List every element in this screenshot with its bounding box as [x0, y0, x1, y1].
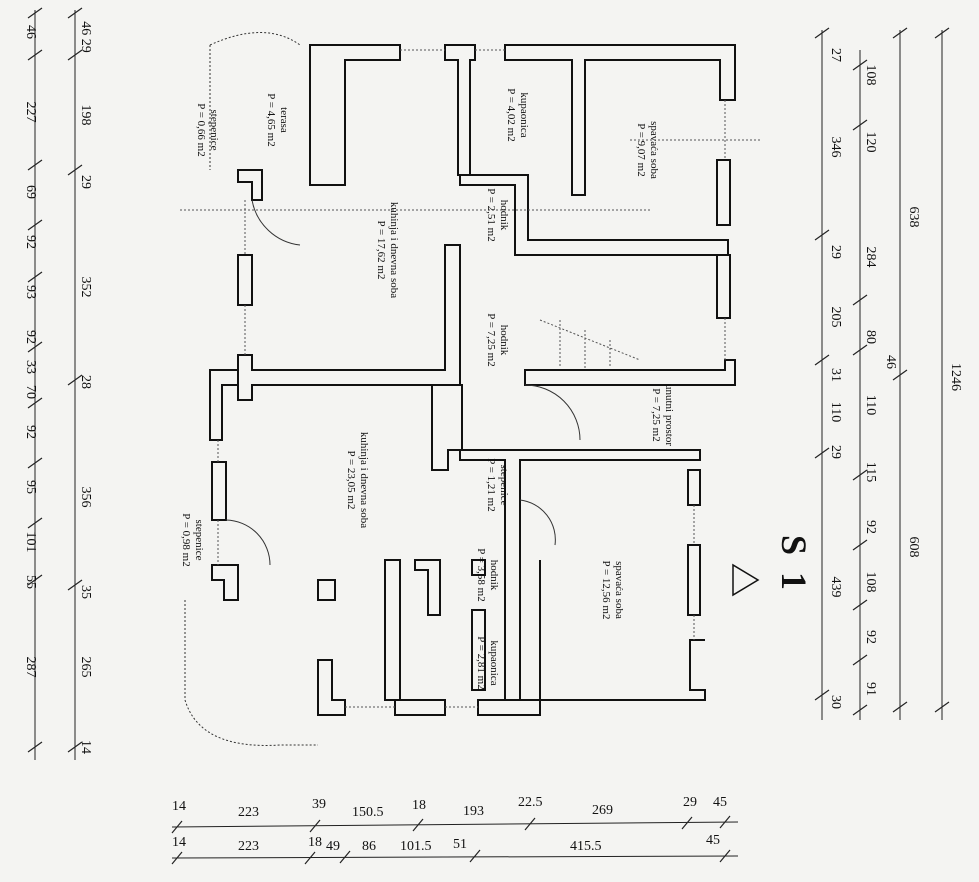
windows-and-openings [180, 49, 760, 708]
direction-triangle [732, 563, 760, 597]
walls [209, 44, 736, 716]
dimension-ticks [27, 7, 950, 865]
dimension-lines [34, 10, 943, 859]
door-swings [184, 32, 581, 746]
